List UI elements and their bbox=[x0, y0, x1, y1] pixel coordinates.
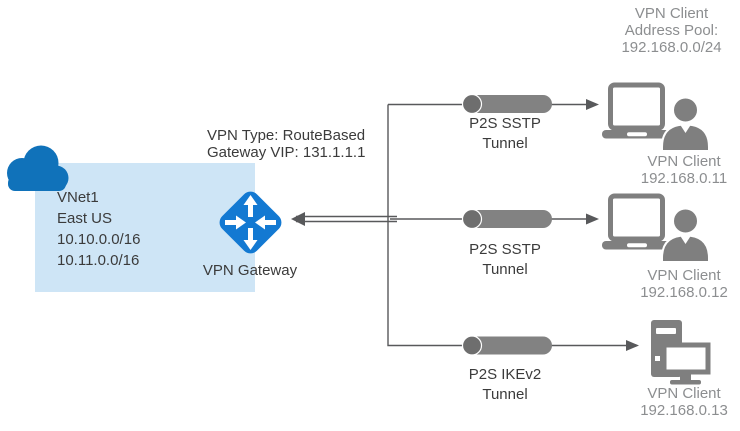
vnet-box bbox=[35, 163, 255, 292]
client-label-3: VPN Client 192.168.0.13 bbox=[614, 385, 740, 419]
address-pool-line3: 192.168.0.0/24 bbox=[621, 39, 722, 56]
tunnel-pipe-3 bbox=[461, 335, 552, 356]
address-pool-line2: Address Pool: bbox=[624, 22, 719, 39]
tunnel-label-1: P2S SSTP Tunnel bbox=[445, 114, 565, 154]
vnet-label-block: VNet1 East US 10.10.0.0/16 10.11.0.0/16 bbox=[57, 187, 140, 271]
connection-lines bbox=[296, 103, 626, 347]
laptop-user-icon-2 bbox=[602, 193, 710, 263]
tunnel-pipe-2 bbox=[461, 208, 552, 230]
tunnel-3-word: Tunnel bbox=[482, 386, 528, 403]
trunk-line bbox=[387, 104, 464, 347]
client-1-title: VPN Client bbox=[647, 153, 721, 170]
tunnel-2-protocol: P2S SSTP bbox=[469, 241, 541, 258]
tunnel-3-protocol: P2S IKEv2 bbox=[468, 366, 542, 383]
arrowheads bbox=[291, 99, 639, 351]
tunnel-2-word: Tunnel bbox=[482, 261, 528, 278]
gateway-vip-text: Gateway VIP: 131.1.1.1 bbox=[207, 144, 366, 161]
arrow-to-client-2 bbox=[586, 213, 599, 225]
cloud-icon bbox=[7, 145, 69, 191]
vnet-address-space-1: 10.10.0.0/16 bbox=[57, 231, 141, 248]
arrow-to-client-3 bbox=[626, 340, 639, 351]
tunnel-label-2: P2S SSTP Tunnel bbox=[445, 240, 565, 280]
gateway-annotation: VPN Type: RouteBased Gateway VIP: 131.1.… bbox=[207, 127, 365, 161]
tunnel-1-protocol: P2S SSTP bbox=[469, 115, 541, 132]
vpn-gateway-icon bbox=[219, 191, 282, 254]
tunnel-label-3: P2S IKEv2 Tunnel bbox=[445, 365, 565, 405]
arrow-to-gateway bbox=[291, 212, 305, 226]
client-3-title: VPN Client bbox=[647, 385, 721, 402]
address-pool-label: VPN Client Address Pool: 192.168.0.0/24 bbox=[603, 5, 740, 56]
client-2-title: VPN Client bbox=[647, 267, 721, 284]
client-1-ip: 192.168.0.11 bbox=[640, 170, 728, 187]
client-label-1: VPN Client 192.168.0.11 bbox=[614, 153, 740, 187]
tunnel-1-word: Tunnel bbox=[482, 135, 528, 152]
vnet-name: VNet1 bbox=[57, 189, 99, 206]
vnet-address-space-2: 10.11.0.0/16 bbox=[57, 252, 140, 269]
arrow-to-client-1 bbox=[586, 99, 599, 110]
laptop-user-icon-1 bbox=[602, 82, 710, 152]
vpn-type-text: VPN Type: RouteBased bbox=[207, 127, 366, 144]
vnet-region: East US bbox=[57, 210, 113, 227]
tunnel-pipe-1 bbox=[461, 93, 552, 115]
client-2-ip: 192.168.0.12 bbox=[640, 284, 728, 301]
address-pool-line1: VPN Client bbox=[634, 5, 709, 22]
desktop-pc-icon bbox=[651, 320, 711, 385]
client-label-2: VPN Client 192.168.0.12 bbox=[614, 267, 740, 301]
vpn-gateway-label: VPN Gateway bbox=[202, 262, 298, 279]
client-3-ip: 192.168.0.13 bbox=[640, 402, 728, 419]
